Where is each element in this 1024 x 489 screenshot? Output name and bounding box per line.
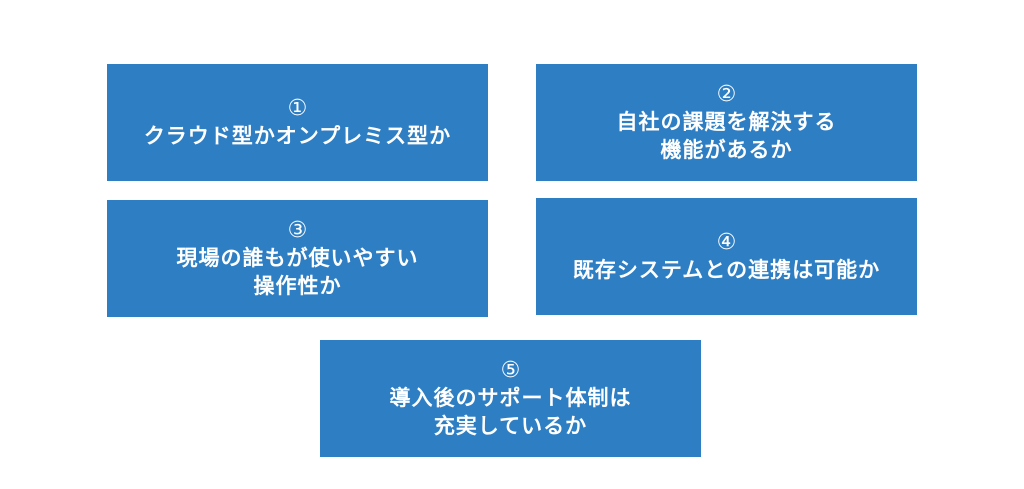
card-number: ③ (287, 217, 308, 243)
card-number: ② (716, 81, 737, 107)
criterion-card-4: ④ 既存システムとの連携は可能か (536, 198, 917, 315)
criterion-card-5: ⑤ 導入後のサポート体制は 充実しているか (320, 340, 701, 457)
card-text-line: 現場の誰もが使いやすい (176, 245, 419, 270)
criterion-card-2: ② 自社の課題を解決する 機能があるか (536, 64, 917, 181)
card-text-line: 充実しているか (433, 413, 588, 438)
card-text-line: 自社の課題を解決する (616, 109, 837, 134)
criterion-card-3: ③ 現場の誰もが使いやすい 操作性か (107, 200, 488, 317)
card-text-line: クラウド型かオンプレミス型か (143, 123, 452, 148)
card-number: ⑤ (500, 357, 521, 383)
card-text-line: 操作性か (253, 273, 342, 298)
card-text-line: 導入後のサポート体制は (389, 385, 632, 410)
card-number: ① (287, 95, 308, 121)
criterion-card-1: ① クラウド型かオンプレミス型か (107, 64, 488, 181)
card-number: ④ (716, 229, 737, 255)
card-text-line: 既存システムとの連携は可能か (572, 257, 881, 282)
card-text-line: 機能があるか (660, 137, 793, 162)
